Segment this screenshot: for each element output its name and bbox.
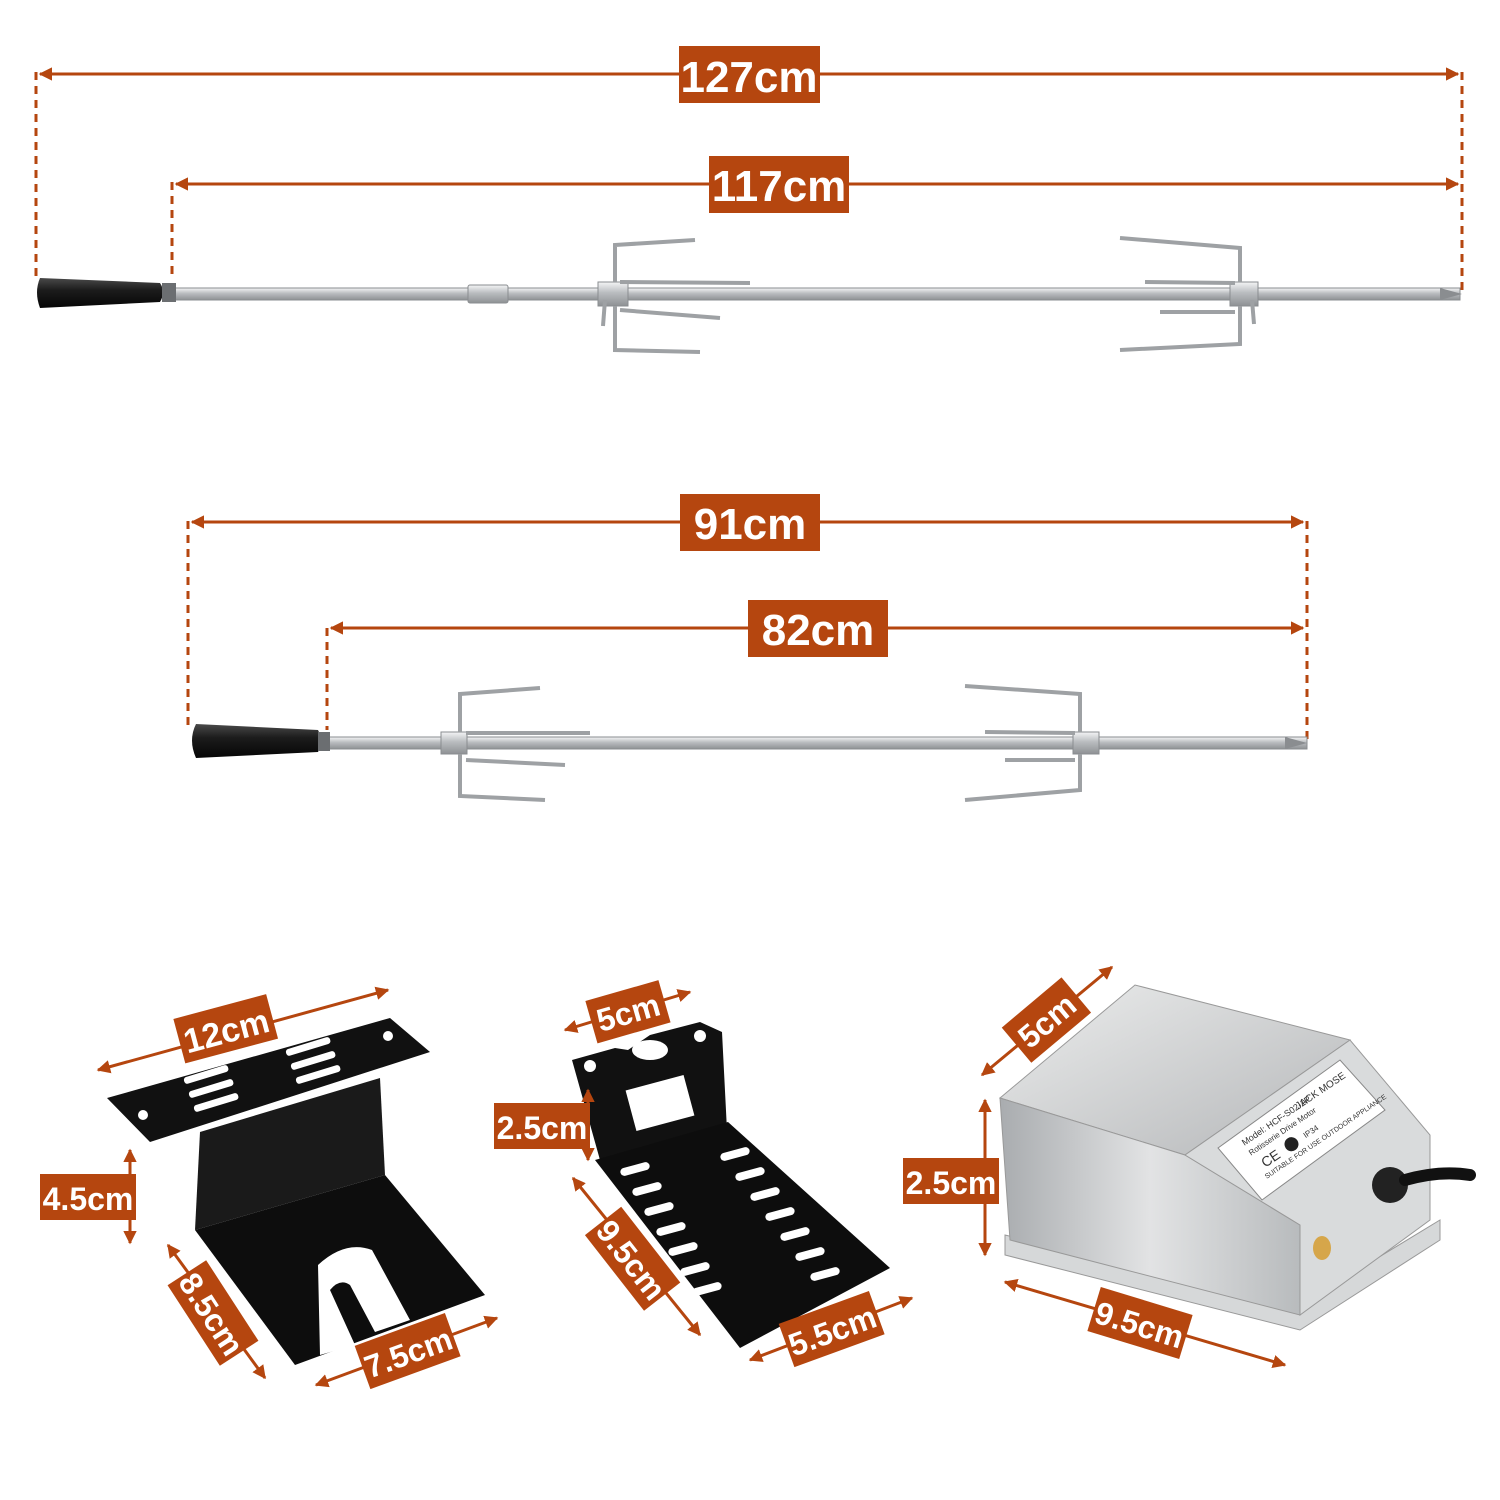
dimension-label-motor-height: 2.5cm bbox=[906, 1165, 997, 1201]
dimension-label-box bbox=[354, 1313, 461, 1390]
dimension-label-box bbox=[680, 494, 820, 551]
rotisserie-spit-icon bbox=[37, 236, 1462, 354]
motor-group: Model: HCF-S02-1P JACK MOSE Rotisserie D… bbox=[903, 965, 1476, 1369]
dimension-label-box bbox=[585, 980, 671, 1044]
rotisserie-spit-icon bbox=[192, 684, 1308, 802]
handle-grip-icon bbox=[192, 724, 321, 758]
dimension-label-rod-long: 117cm bbox=[712, 162, 847, 211]
spit-short-group: 91cm 82cm bbox=[186, 494, 1309, 802]
dimension-label-box bbox=[748, 600, 888, 657]
fork-prong-icon bbox=[1119, 236, 1259, 352]
dimension-label-box bbox=[1001, 977, 1092, 1063]
dimension-label-box bbox=[173, 994, 279, 1064]
dimension-label-box bbox=[903, 1158, 999, 1204]
dimension-label-total-long: 127cm bbox=[680, 53, 817, 102]
motor-box-icon: Model: HCF-S02-1P JACK MOSE Rotisserie D… bbox=[998, 984, 1476, 1331]
dimension-label-box bbox=[40, 1174, 136, 1220]
dimension-label-total-short: 91cm bbox=[694, 500, 807, 549]
bracket-icon bbox=[572, 1022, 890, 1348]
bracket-middle-group: 5cm 2.5cm 9.5cm 5.5cm bbox=[494, 980, 914, 1368]
dimension-label-bracket-height: 4.5cm bbox=[43, 1181, 134, 1217]
bracket-left-group: 12cm 4.5cm 8.5cm 7.5cm bbox=[40, 986, 499, 1390]
fork-prong-icon bbox=[964, 684, 1100, 802]
fork-prong-icon bbox=[597, 238, 751, 354]
dimension-label-box bbox=[679, 46, 820, 103]
handle-grip-icon bbox=[37, 278, 163, 308]
dimension-label-rod-short: 82cm bbox=[762, 606, 875, 655]
bracket-icon bbox=[107, 1018, 485, 1365]
spit-long-group: 127cm 117cm bbox=[34, 46, 1464, 354]
dimension-label-box bbox=[167, 1260, 259, 1366]
dimension-label-box bbox=[1087, 1286, 1193, 1360]
fork-prong-icon bbox=[440, 686, 590, 802]
dimension-label-mid-height: 2.5cm bbox=[497, 1110, 588, 1146]
dimension-label-box bbox=[494, 1103, 590, 1149]
power-cord-icon bbox=[1372, 1167, 1408, 1203]
dimension-label-box bbox=[778, 1291, 885, 1368]
dimension-label-mid-top: 5cm bbox=[592, 987, 663, 1039]
dimension-label-box bbox=[709, 156, 849, 213]
dimension-label-box bbox=[584, 1206, 681, 1311]
